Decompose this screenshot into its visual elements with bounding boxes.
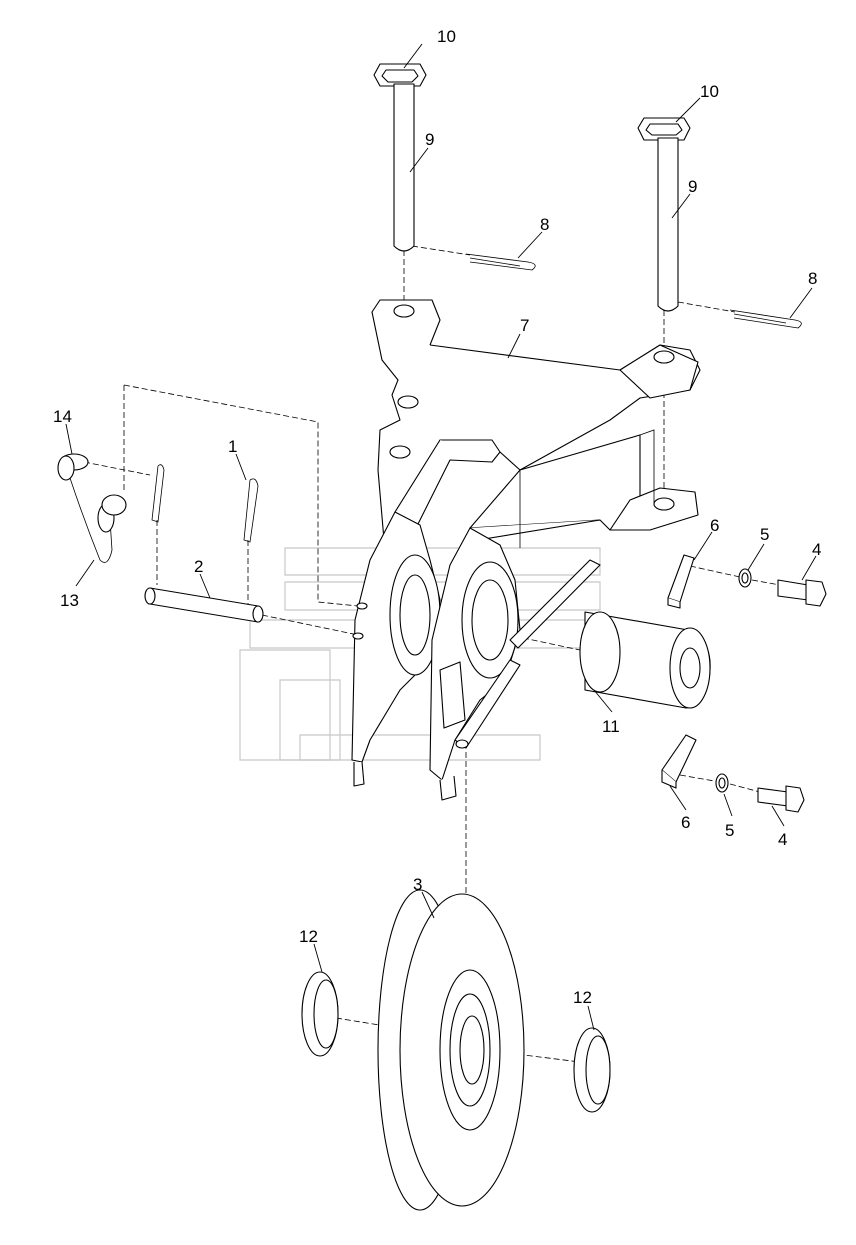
callout-14: 14 xyxy=(53,407,73,455)
washer-5-top xyxy=(738,568,752,588)
callout-label: 8 xyxy=(540,215,549,234)
side-plate-right xyxy=(429,527,521,801)
callout-12-left: 12 xyxy=(299,927,323,973)
callout-label: 10 xyxy=(437,27,456,46)
callout-label: 12 xyxy=(299,927,318,946)
callout-1: 1 xyxy=(228,437,247,481)
callout-label: 7 xyxy=(520,316,529,335)
sheave-3 xyxy=(377,889,525,1211)
callout-label: 14 xyxy=(53,407,72,426)
callout-label: 10 xyxy=(700,82,719,101)
callout-label: 4 xyxy=(778,830,787,849)
bolt-4-bottom xyxy=(757,785,805,813)
pin-9-right xyxy=(637,117,691,312)
tube-11 xyxy=(579,611,711,709)
callout-label: 12 xyxy=(573,988,592,1007)
callout-label: 6 xyxy=(681,813,690,832)
callout-label: 3 xyxy=(413,875,422,894)
washer-5-bottom xyxy=(715,773,729,793)
callout-9-right: 9 xyxy=(671,177,697,219)
callout-label: 1 xyxy=(228,437,237,456)
callout-label: 5 xyxy=(760,525,769,544)
bearing-12-right xyxy=(573,1027,611,1113)
callout-4-top: 4 xyxy=(801,540,821,581)
callout-label: 13 xyxy=(60,591,79,610)
plate-6-bottom xyxy=(661,734,697,789)
stop-plate xyxy=(439,559,601,749)
pin-2 xyxy=(144,587,264,623)
callout-8-right: 8 xyxy=(789,269,817,319)
callout-3: 3 xyxy=(413,875,435,919)
plate-6-top xyxy=(667,554,695,609)
callout-5-top: 5 xyxy=(747,525,769,571)
bearing-12-left xyxy=(301,971,339,1057)
callout-label: 6 xyxy=(710,516,719,535)
bolt-4-top xyxy=(777,579,827,607)
callout-9-left: 9 xyxy=(409,130,434,173)
callout-label: 8 xyxy=(808,269,817,288)
callout-4-bottom: 4 xyxy=(771,805,787,849)
callout-8-left: 8 xyxy=(517,215,549,259)
callout-11: 11 xyxy=(593,689,620,736)
callout-5-bottom: 5 xyxy=(723,793,734,840)
callout-13: 13 xyxy=(60,559,95,610)
lanyard-13-14 xyxy=(57,453,127,563)
callout-label: 11 xyxy=(602,717,620,736)
callout-2: 2 xyxy=(194,557,211,599)
hairpin-clip-8-left xyxy=(465,253,536,271)
callout-10-left: 10 xyxy=(403,27,456,69)
clip-1-middle xyxy=(243,478,259,543)
side-plate-left xyxy=(351,511,441,787)
callout-7: 7 xyxy=(507,316,529,359)
callout-6-top: 6 xyxy=(693,516,719,561)
clip-1-left xyxy=(151,464,165,523)
callout-label: 9 xyxy=(425,130,434,149)
hairpin-clip-8-right xyxy=(729,309,802,329)
callout-10-right: 10 xyxy=(675,82,719,123)
callout-label: 2 xyxy=(194,557,203,576)
callout-12-right: 12 xyxy=(573,988,595,1031)
callout-label: 5 xyxy=(725,821,734,840)
callout-label: 9 xyxy=(688,177,697,196)
bracket-7 xyxy=(371,299,701,556)
callout-6-bottom: 6 xyxy=(669,785,690,832)
pin-9-left xyxy=(373,63,427,252)
callout-label: 4 xyxy=(812,540,821,559)
